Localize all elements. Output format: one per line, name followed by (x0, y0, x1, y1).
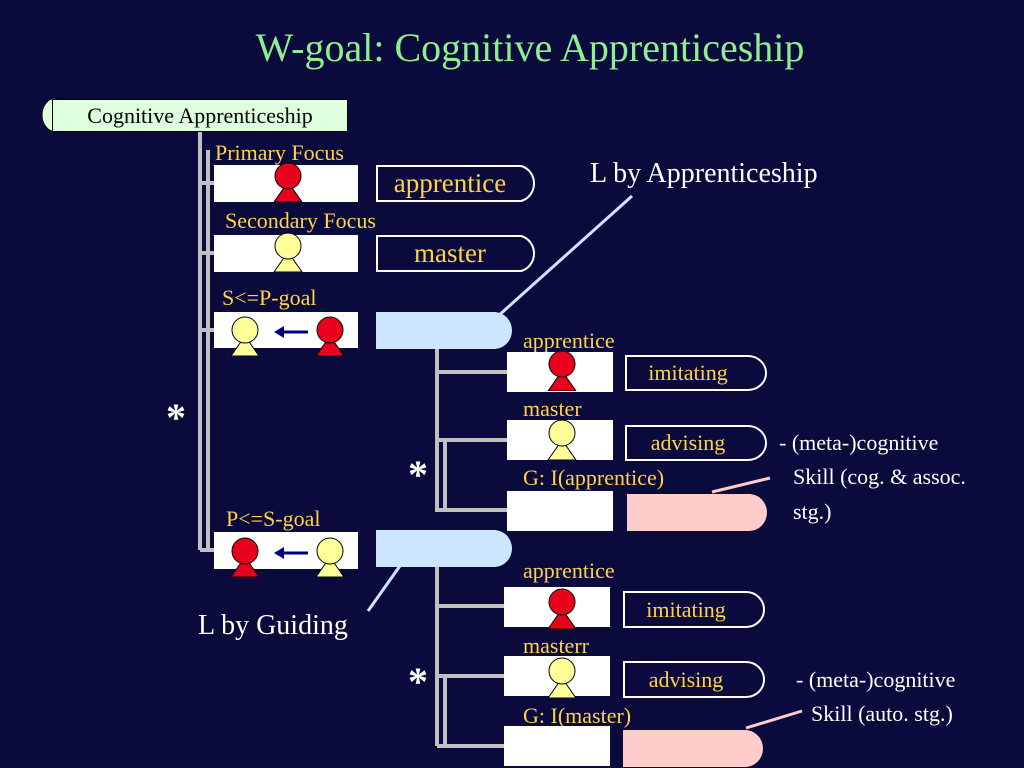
primary-focus-heading: Primary Focus (215, 140, 344, 165)
apprentice-person-icon (273, 162, 303, 202)
sp-row3-heading: G: I(apprentice) (523, 465, 665, 490)
sp-skill-note-line1: - (meta-)cognitive (779, 430, 939, 455)
ps-row1-heading: apprentice (523, 558, 615, 583)
master-to-apprentice-icon (230, 316, 345, 356)
ps-row2-cap (745, 661, 765, 698)
s-p-goal-heading: S<=P-goal (222, 285, 317, 310)
repeat-star: * (408, 659, 428, 704)
master-person-icon (547, 657, 577, 698)
master-person-icon (273, 232, 303, 272)
sp-row1-heading: apprentice (523, 328, 615, 353)
ps-row1-action[interactable]: imitating (623, 591, 747, 628)
sp-skill-node[interactable] (627, 494, 751, 531)
apprentice-person-icon (547, 350, 577, 391)
ps-row3-box[interactable] (504, 726, 610, 766)
ps-row3-heading: G: I(master) (523, 703, 632, 728)
callout-line-apprenticeship (495, 194, 634, 319)
p-s-goal-heading: P<=S-goal (226, 506, 321, 531)
callout-line-skill-1 (711, 476, 771, 494)
ps-row2-heading: masterr (523, 633, 589, 658)
secondary-focus-heading: Secondary Focus (225, 208, 376, 233)
s-p-goal-node-cap (494, 312, 512, 349)
s-p-goal-node[interactable] (376, 312, 496, 349)
repeat-star: * (166, 395, 186, 440)
primary-focus-cap (520, 165, 536, 202)
p-s-goal-node-cap (494, 530, 512, 567)
master-person-icon (547, 419, 577, 460)
sp-row1-cap (747, 355, 767, 391)
sp-row2-heading: master (523, 396, 582, 421)
sp-skill-note-line3: stg.) (793, 499, 832, 524)
callout-line-skill-2 (745, 709, 803, 730)
guiding-callout: L by Guiding (198, 610, 348, 641)
apprentice-to-master-icon (230, 537, 345, 577)
sp-skill-node-cap (749, 494, 767, 531)
apprentice-person-icon (547, 588, 577, 629)
ps-row1-cap (745, 591, 765, 628)
sp-skill-note-line2: Skill (cog. & assoc. (793, 464, 966, 489)
p-s-goal-node[interactable] (376, 530, 496, 567)
callout-line-guiding (366, 562, 404, 612)
root-node[interactable]: Cognitive Apprenticeship (52, 99, 348, 132)
apprenticeship-callout: L by Apprenticeship (590, 158, 818, 189)
sp-row2-action[interactable]: advising (625, 425, 749, 461)
page-title: W-goal: Cognitive Apprenticeship (255, 25, 805, 70)
sp-row1-action[interactable]: imitating (625, 355, 749, 391)
sp-row2-cap (747, 425, 767, 461)
ps-skill-node[interactable] (623, 730, 747, 767)
primary-focus-role[interactable]: apprentice (376, 165, 522, 202)
secondary-focus-cap (520, 235, 536, 272)
ps-skill-note-line1: - (meta-)cognitive (796, 667, 956, 692)
ps-skill-note-line2: Skill (auto. stg.) (811, 701, 953, 726)
sp-row3-box[interactable] (507, 491, 613, 531)
secondary-focus-role[interactable]: master (376, 235, 522, 272)
ps-skill-node-cap (745, 730, 763, 767)
ps-row2-action[interactable]: advising (623, 661, 747, 698)
repeat-star: * (408, 452, 428, 497)
